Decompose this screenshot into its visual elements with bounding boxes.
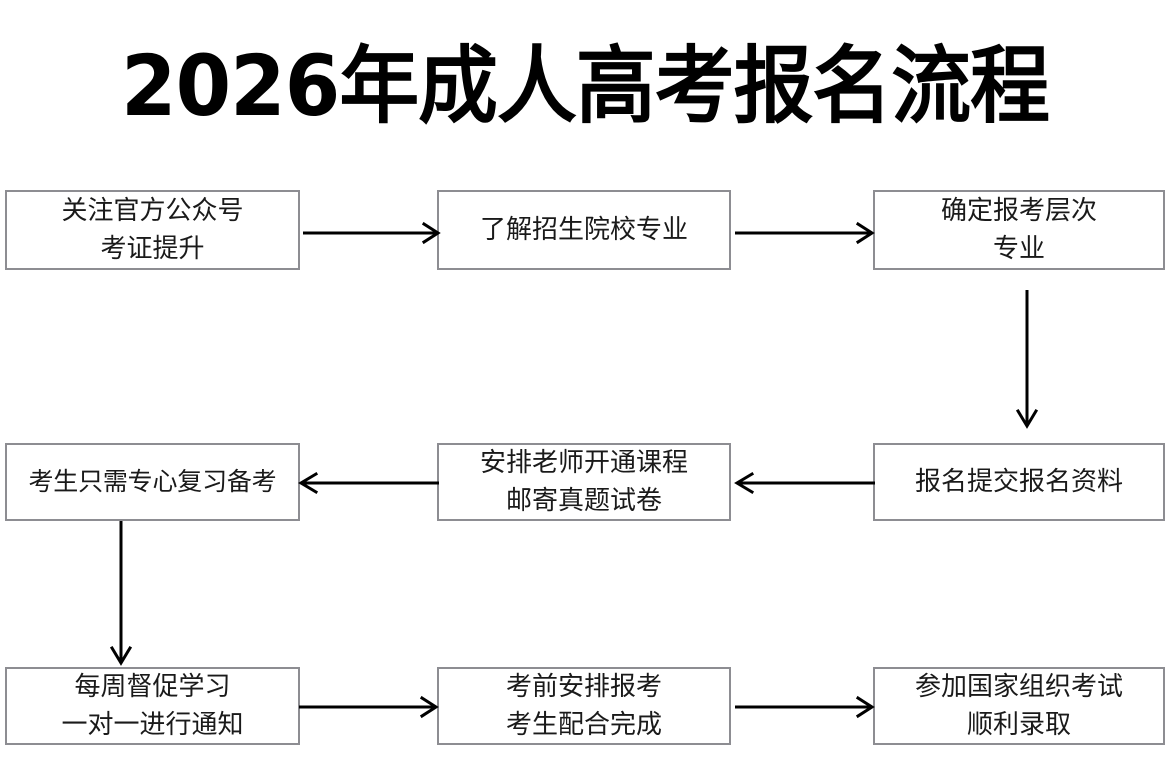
flow-node-n8-line-1: 考前安排报考: [505, 672, 662, 702]
flow-node-n5[interactable]: 安排老师开通课程 邮寄真题试卷: [437, 443, 731, 521]
flow-node-n2-line-1: 了解招生院校专业: [479, 215, 688, 245]
flow-node-n9-line-1: 参加国家组织考试: [914, 672, 1123, 702]
flow-arrow-n8-to-n9: [735, 695, 875, 719]
flow-node-n6-line-1: 报名提交报名资料: [914, 467, 1123, 497]
flow-arrow-n5-to-n4: [297, 471, 439, 495]
flow-node-n5-line-1: 安排老师开通课程: [479, 448, 688, 478]
flow-arrow-n6-to-n5: [733, 471, 875, 495]
flow-node-n8-line-2: 考生配合完成: [505, 710, 662, 740]
page-title: 2026年成人高考报名流程: [121, 37, 1050, 135]
flow-node-n3[interactable]: 确定报考层次 专业: [873, 190, 1165, 270]
flow-node-n9-line-2: 顺利录取: [966, 710, 1071, 740]
flow-node-n4-line-1: 考生只需专心复习备考: [28, 467, 277, 496]
flow-node-n3-line-2: 专业: [992, 234, 1045, 264]
flow-node-n5-line-2: 邮寄真题试卷: [505, 486, 662, 516]
flow-node-n1-line-2: 考证提升: [100, 234, 205, 264]
flow-node-n1[interactable]: 关注官方公众号 考证提升: [5, 190, 300, 270]
flow-arrow-n3-to-n6: [1015, 290, 1039, 430]
flow-node-n7[interactable]: 每周督促学习 一对一进行通知: [5, 667, 300, 745]
flow-node-n3-line-1: 确定报考层次: [940, 196, 1097, 226]
flow-node-n1-line-1: 关注官方公众号: [61, 196, 244, 226]
flow-node-n9[interactable]: 参加国家组织考试 顺利录取: [873, 667, 1165, 745]
flow-arrow-n7-to-n8: [299, 695, 439, 719]
flow-node-n2[interactable]: 了解招生院校专业: [437, 190, 731, 270]
flow-node-n4[interactable]: 考生只需专心复习备考: [5, 443, 300, 521]
flow-node-n7-line-1: 每周督促学习: [74, 672, 231, 702]
flow-arrow-n4-to-n7: [109, 521, 133, 667]
flow-arrow-n1-to-n2: [303, 221, 441, 245]
flow-node-n6[interactable]: 报名提交报名资料: [873, 443, 1165, 521]
flow-node-n8[interactable]: 考前安排报考 考生配合完成: [437, 667, 731, 745]
flow-node-n7-line-2: 一对一进行通知: [61, 710, 244, 740]
flow-arrow-n2-to-n3: [735, 221, 875, 245]
